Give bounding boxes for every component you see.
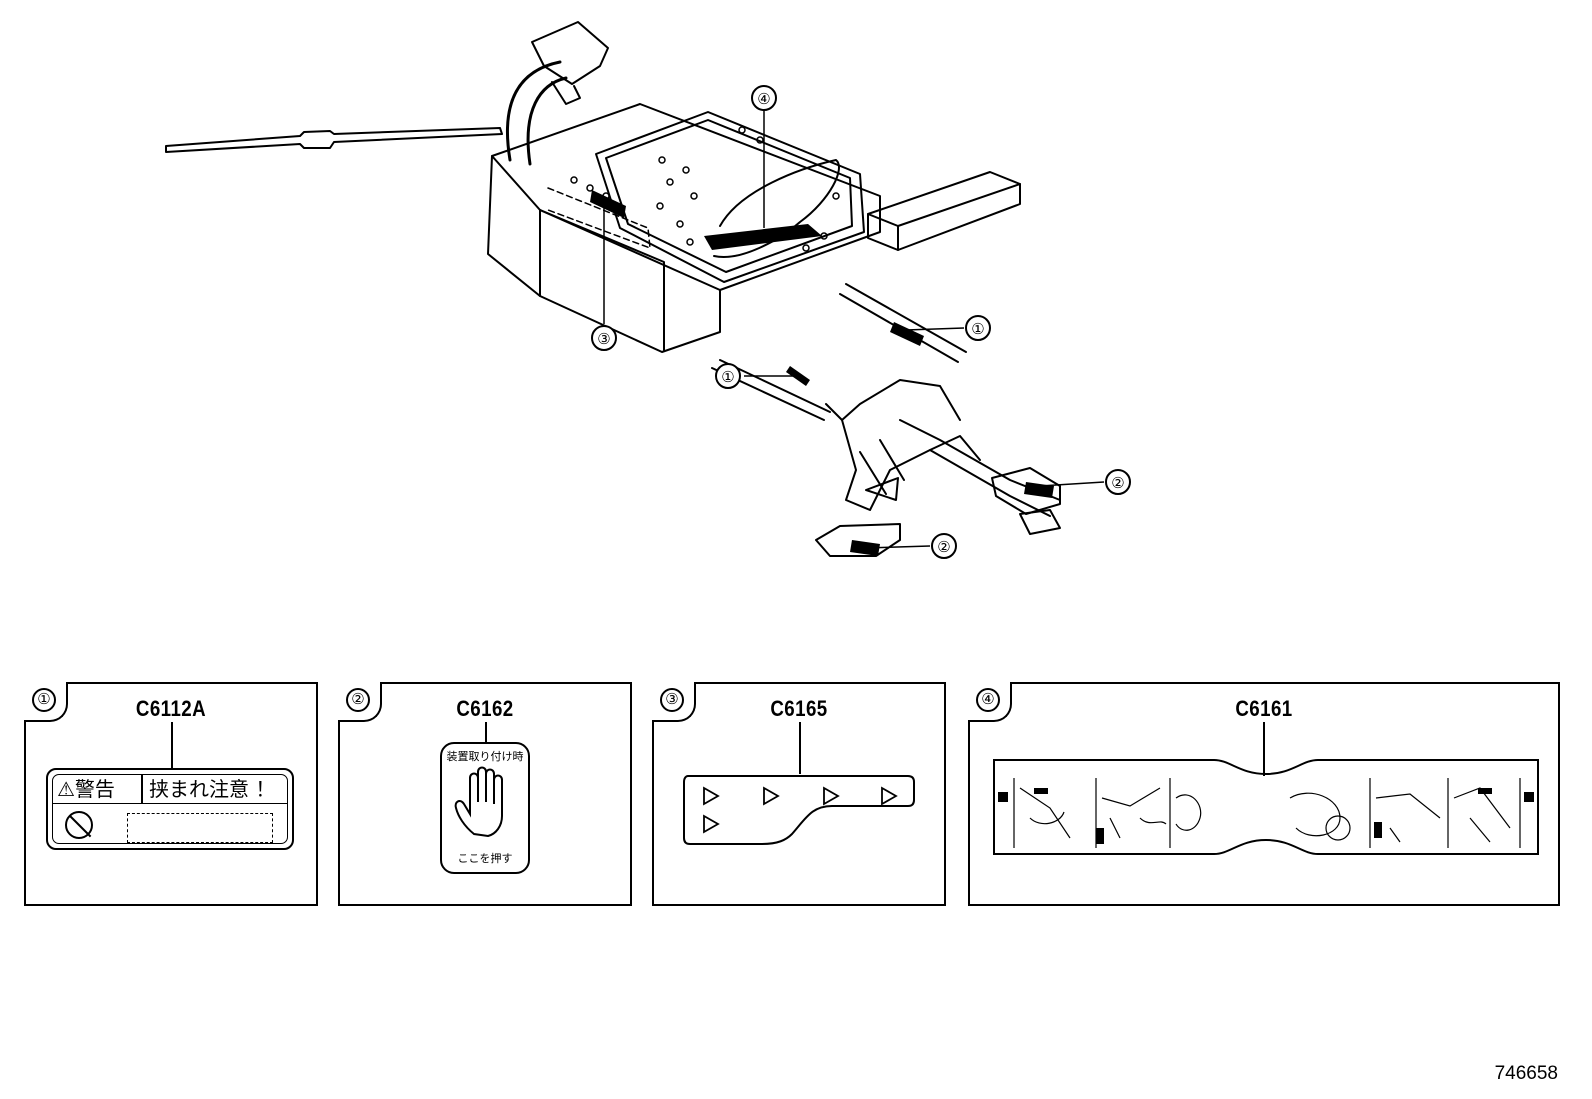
triangle-arrow-icon [881, 786, 898, 806]
reference-number: 746658 [1494, 1063, 1558, 1084]
panel-number: ② [338, 682, 382, 722]
panel-number: ① [24, 682, 68, 722]
panel-c6165: ③ C6165 [652, 682, 946, 906]
warning-label: ⚠警告 挟まれ注意 ！ [46, 768, 294, 850]
label-bottom-text: ここを押す [457, 852, 513, 865]
callout-2b: ② [937, 539, 950, 556]
press-here-label: 装置取り付け時 ここを押す [440, 742, 530, 874]
callout-2a: ② [1111, 475, 1124, 492]
panel-c6161: ④ C6161 [968, 682, 1560, 906]
arrow-label [683, 775, 915, 845]
panel-c6162: ② C6162 装置取り付け時 ここを押す [338, 682, 632, 906]
label-top-text: 装置取り付け時 [446, 750, 524, 763]
caution-text: 挟まれ注意 ！ [149, 777, 276, 801]
part-code: C6162 [456, 696, 514, 721]
callout-4: ④ [757, 91, 770, 108]
callout-1b: ① [721, 369, 734, 386]
part-code: C6112A [135, 696, 207, 721]
triangle-arrow-icon [823, 786, 840, 806]
assembly-diagram: ④ ③ ① ① ② ② [165, 21, 1131, 559]
triangle-arrow-icon [763, 786, 780, 806]
label-blank-area [127, 813, 273, 843]
part-code: C6161 [1235, 696, 1293, 721]
triangle-arrow-icon [703, 814, 720, 834]
panel-number: ④ [968, 682, 1012, 722]
triangle-arrow-icon [703, 786, 720, 806]
panel-c6112a: ① C6112A ⚠警告 挟まれ注意 ！ [24, 682, 318, 906]
callout-3: ③ [597, 331, 610, 348]
prohibition-icon [65, 811, 93, 839]
instruction-label [993, 759, 1539, 855]
panel-number: ③ [652, 682, 696, 722]
hand-icon [454, 766, 503, 838]
warning-text: ⚠警告 [57, 777, 115, 801]
callout-1a: ① [971, 321, 984, 338]
part-code: C6165 [770, 696, 828, 721]
